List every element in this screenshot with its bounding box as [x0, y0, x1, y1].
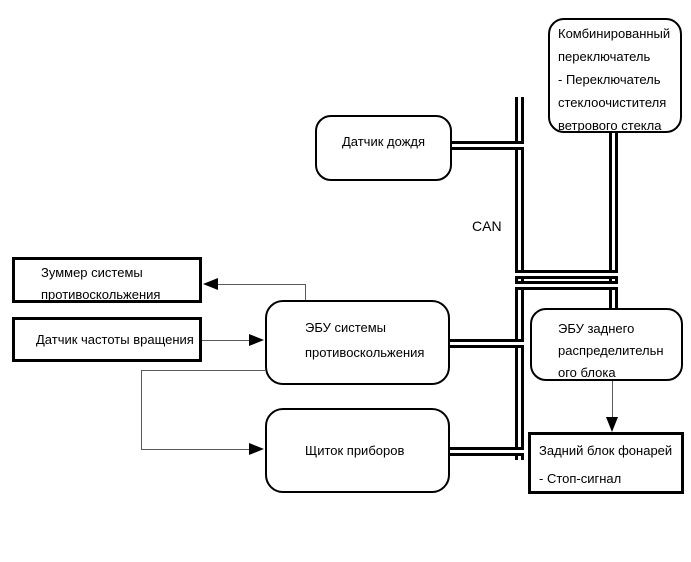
arrowhead-into-rear-lamp	[606, 417, 618, 432]
node-rear-lamp-unit: Задний блок фонарей - Стоп-сигнал	[528, 432, 684, 494]
node-rain-sensor: Датчик дождя	[315, 115, 452, 181]
rain-sensor-bus-connector	[452, 141, 524, 150]
cluster-bus-connector	[450, 447, 524, 456]
arrowhead-into-buzzer	[203, 278, 218, 290]
node-combination-switch: Комбинированный переключатель - Переключ…	[548, 18, 682, 133]
node-skid-buzzer: Зуммер системы противоскольжения	[12, 257, 202, 303]
can-bus-rung-lower	[515, 281, 618, 290]
arrow-ecu-to-cluster-bottom	[141, 449, 251, 450]
arrow-speed-sensor-to-ecu	[202, 340, 251, 341]
arrow-rear-ecu-to-lamp	[612, 381, 613, 420]
arrow-ecu-to-buzzer-vertical	[305, 284, 306, 301]
node-instrument-cluster: Щиток приборов	[265, 408, 450, 493]
can-bus-label: CAN	[472, 218, 502, 234]
arrow-ecu-to-cluster-top	[141, 370, 265, 371]
node-rear-junction-ecu: ЭБУ заднего распределительн ого блока	[530, 308, 683, 381]
arrowhead-into-skid-ecu	[249, 334, 264, 346]
can-bus-right-branch-line	[609, 132, 618, 309]
skid-ecu-bus-connector	[450, 339, 524, 348]
node-speed-sensor: Датчик частоты вращения	[12, 317, 202, 362]
arrow-ecu-to-buzzer-horizontal	[214, 284, 306, 285]
node-skid-ecu: ЭБУ системы противоскольжения	[265, 300, 450, 385]
can-bus-rung-upper	[515, 270, 618, 279]
node-rain-sensor-label: Датчик дождя	[341, 134, 426, 149]
arrow-ecu-to-cluster-vertical	[141, 370, 142, 449]
node-instrument-cluster-label: Щиток приборов	[305, 442, 405, 458]
arrowhead-into-cluster	[249, 443, 264, 455]
node-speed-sensor-label: Датчик частоты вращения	[36, 331, 194, 347]
